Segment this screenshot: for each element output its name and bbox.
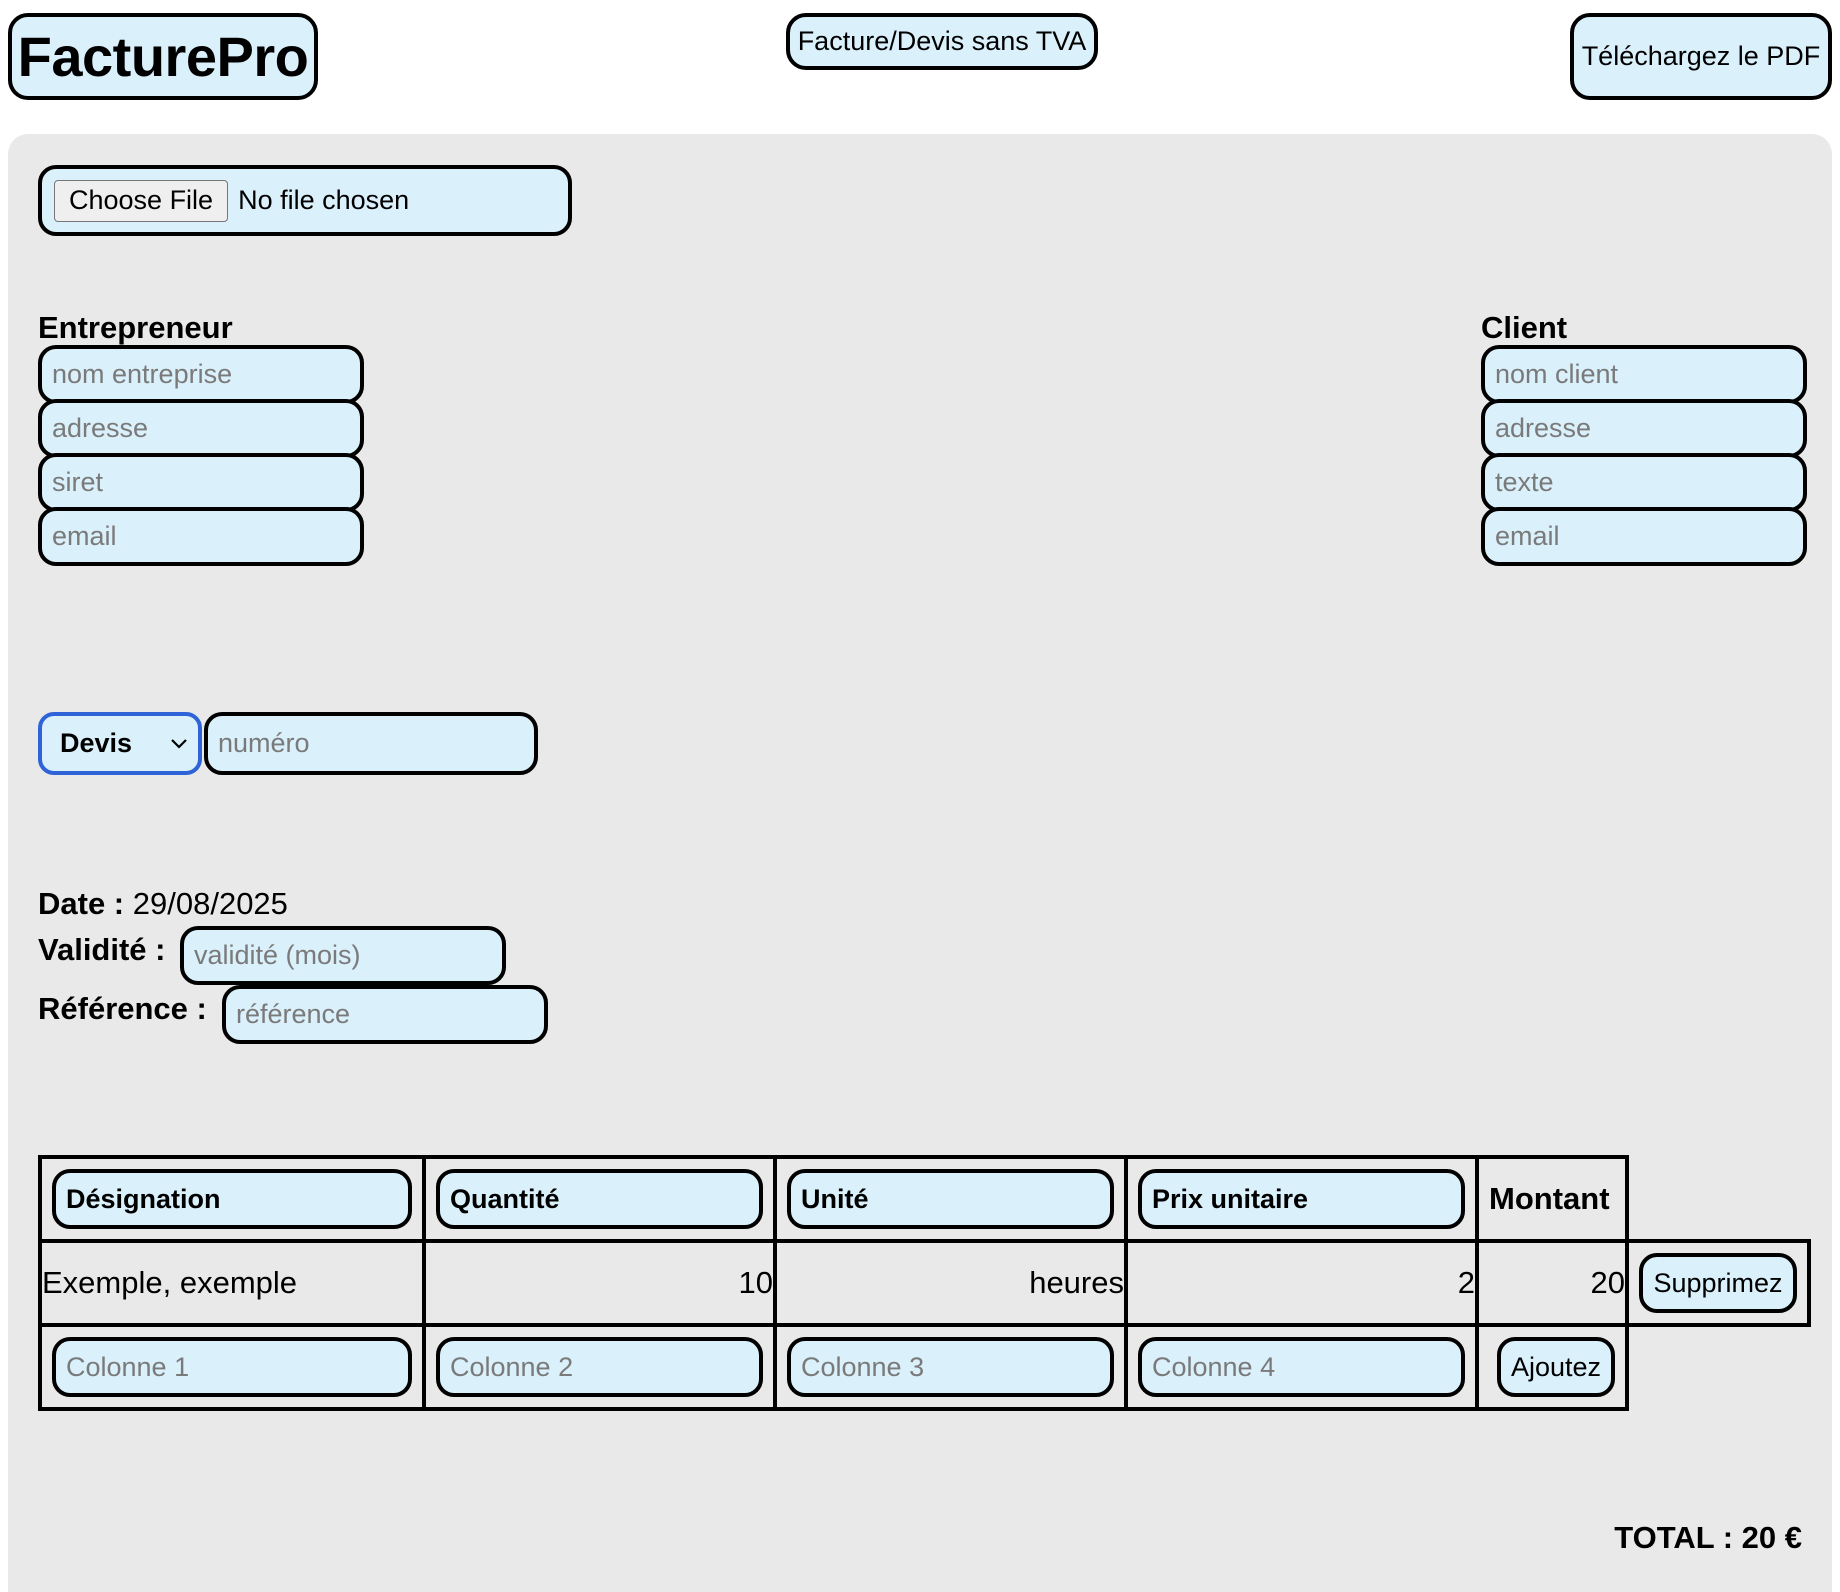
client-title: Client — [1481, 310, 1568, 345]
logo-file-input[interactable]: Choose File No file chosen — [38, 165, 572, 236]
cell-designation: Exemple, exemple — [38, 1239, 426, 1327]
header-cell: Désignation — [38, 1155, 426, 1243]
cell-prix: 2 — [1124, 1239, 1479, 1327]
header-cell: Montant — [1475, 1155, 1629, 1243]
file-status: No file chosen — [238, 185, 410, 215]
new-cell: Colonne 1 — [38, 1323, 426, 1411]
new-cell: Colonne 2 — [422, 1323, 777, 1411]
chevron-down-icon — [171, 738, 187, 749]
new-prix-field[interactable]: Colonne 4 — [1138, 1337, 1465, 1397]
validite-label: Validité : — [38, 932, 166, 967]
reference-label: Référence : — [38, 991, 207, 1026]
new-designation-field[interactable]: Colonne 1 — [52, 1337, 412, 1397]
date-label: Date : — [38, 886, 125, 921]
client-name-field[interactable]: nom client — [1481, 345, 1807, 404]
header-designation[interactable]: Désignation — [52, 1169, 412, 1229]
reference-field[interactable]: référence — [222, 985, 548, 1044]
validite-field[interactable]: validité (mois) — [180, 926, 506, 985]
table-row: Exemple, exemple 10 heures 2 20 Supprime… — [38, 1239, 1811, 1327]
cell-montant: 20 — [1475, 1239, 1629, 1327]
header-montant: Montant — [1489, 1181, 1610, 1216]
header-cell: Unité — [773, 1155, 1128, 1243]
header-cell: Quantité — [422, 1155, 777, 1243]
header-prix-unitaire[interactable]: Prix unitaire — [1138, 1169, 1465, 1229]
cell-actions: Supprimez — [1625, 1239, 1811, 1327]
items-table: Désignation Quantité Unité Prix unitaire… — [38, 1155, 1811, 1411]
date-value: 29/08/2025 — [132, 886, 288, 921]
new-cell: Ajoutez — [1475, 1323, 1629, 1411]
delete-row-button[interactable]: Supprimez — [1639, 1253, 1797, 1313]
entrepreneur-siret-field[interactable]: siret — [38, 453, 364, 512]
client-text-field[interactable]: texte — [1481, 453, 1807, 512]
entrepreneur-title: Entrepreneur — [38, 310, 233, 345]
topbar: FacturePro Facture/Devis sans TVA Téléch… — [0, 0, 1840, 132]
cell-unite: heures — [773, 1239, 1128, 1327]
choose-file-button[interactable]: Choose File — [54, 179, 229, 222]
app-logo: FacturePro — [8, 13, 318, 100]
document-type-select[interactable]: Devis — [38, 712, 202, 775]
header-spacer — [1627, 1157, 1809, 1241]
download-pdf-button[interactable]: Téléchargez le PDF — [1570, 13, 1832, 100]
invoice-panel: Choose File No file chosen Entrepreneur … — [8, 134, 1832, 1592]
cell-quantite: 10 — [422, 1239, 777, 1327]
new-cell: Colonne 3 — [773, 1323, 1128, 1411]
document-type-value: Devis — [60, 728, 133, 758]
new-unite-field[interactable]: Colonne 3 — [787, 1337, 1114, 1397]
header-cell: Prix unitaire — [1124, 1155, 1479, 1243]
numero-field[interactable]: numéro — [204, 712, 538, 775]
table-header-row: Désignation Quantité Unité Prix unitaire… — [38, 1155, 1809, 1243]
new-row-spacer — [1627, 1325, 1809, 1409]
new-cell: Colonne 4 — [1124, 1323, 1479, 1411]
client-email-field[interactable]: email — [1481, 507, 1807, 566]
new-row: Colonne 1 Colonne 2 Colonne 3 Colonne 4 … — [38, 1323, 1809, 1411]
entrepreneur-name-field[interactable]: nom entreprise — [38, 345, 364, 404]
add-row-button[interactable]: Ajoutez — [1497, 1337, 1615, 1397]
entrepreneur-email-field[interactable]: email — [38, 507, 364, 566]
header-quantite[interactable]: Quantité — [436, 1169, 763, 1229]
new-quantite-field[interactable]: Colonne 2 — [436, 1337, 763, 1397]
date-line: Date : 29/08/2025 — [38, 886, 288, 922]
entrepreneur-address-field[interactable]: adresse — [38, 399, 364, 458]
client-address-field[interactable]: adresse — [1481, 399, 1807, 458]
mode-toggle-button[interactable]: Facture/Devis sans TVA — [786, 13, 1098, 70]
header-unite[interactable]: Unité — [787, 1169, 1114, 1229]
total-amount: TOTAL : 20 € — [1614, 1520, 1802, 1555]
